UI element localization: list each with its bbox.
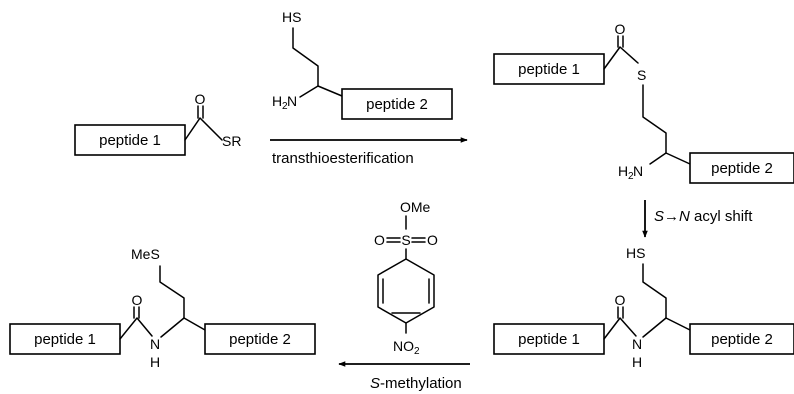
peptide-2-label: peptide 2 [711, 160, 773, 177]
thioester-s: S [637, 67, 646, 83]
step-1-label: transthioesterification [272, 150, 414, 167]
peptide-2-label: peptide 2 [229, 331, 291, 348]
peptide-2-box [204, 323, 316, 355]
carbonyl-bond [184, 117, 223, 141]
peptide-1-box [74, 124, 186, 156]
amine-h: H [272, 93, 282, 109]
peptide-2-box [689, 323, 794, 355]
amide-intermediate: peptide 1 O N H HS peptide 2 [493, 245, 794, 370]
step-1-arrow: transthioesterification [270, 137, 468, 167]
peptide-2-label: peptide 2 [711, 331, 773, 348]
reagent-peptide-bond [317, 85, 343, 97]
co-double-bond [197, 105, 204, 119]
carbonyl-oxygen: O [615, 21, 626, 37]
peptide-1-label: peptide 1 [518, 331, 580, 348]
peptide-2-label: peptide 2 [366, 96, 428, 113]
step-2-label: S→N acyl shift [654, 208, 753, 225]
sulfonyl-o-left: O [374, 232, 385, 248]
nitro-no: NO [393, 338, 414, 354]
amine-subscript: 2 [282, 101, 288, 112]
peptide-1-label: peptide 1 [99, 132, 161, 149]
amine-n: N [633, 163, 643, 179]
carbonyl-bond [603, 46, 639, 70]
carbonyl-oxygen: O [132, 292, 143, 308]
side-chain [159, 265, 185, 319]
peptide-thioester: peptide 1 O SR [74, 91, 241, 156]
co-double-bond [617, 35, 624, 48]
reagent-side-chain [292, 27, 319, 87]
methyl-nosylate-reagent: OMe O S O NO 2 [374, 199, 438, 357]
thioester-intermediate: peptide 1 O S H 2 N peptide 2 [493, 21, 794, 184]
methylated-product: peptide 1 O N H MeS peptide 2 [9, 246, 316, 370]
methoxy-ome: OMe [400, 199, 431, 215]
amide-h: H [632, 354, 642, 370]
n-alpha-bond [642, 317, 667, 338]
sulfonyl-o-right: O [427, 232, 438, 248]
peptide-bond [665, 152, 691, 165]
peptide-2-box [689, 152, 794, 184]
amide-n: N [150, 336, 160, 352]
benzene-inner-bonds [382, 278, 430, 314]
carbonyl-oxygen: O [615, 292, 626, 308]
peptide-1-label: peptide 1 [34, 331, 96, 348]
peptide-bond [183, 317, 206, 331]
amine-subscript: 2 [628, 171, 634, 182]
n-alpha-bond [160, 317, 185, 338]
step-3-arrow: S-methylation [338, 361, 470, 392]
reagent-amine-bond [299, 85, 319, 98]
amine-h: H [618, 163, 628, 179]
so-double-left [386, 237, 401, 243]
amide-bond [603, 317, 637, 340]
thiol-hs: HS [282, 9, 301, 25]
homocysteine-peptide-reagent: HS H 2 N peptide 2 [272, 9, 453, 120]
sulfonyl-s: S [401, 232, 410, 248]
thioester-sr: SR [222, 133, 241, 149]
peptide-1-box [9, 323, 121, 355]
side-chain [642, 84, 667, 154]
peptide-bond [665, 317, 691, 331]
methylthio-mes: MeS [131, 246, 160, 262]
amine-n: N [287, 93, 297, 109]
carbonyl-oxygen: O [195, 91, 206, 107]
amide-h: H [150, 354, 160, 370]
amide-n: N [632, 336, 642, 352]
co-double-bond [133, 306, 140, 319]
side-chain [642, 263, 667, 319]
amine-bond [649, 152, 667, 165]
nitro-subscript: 2 [414, 346, 420, 357]
co-double-bond [617, 306, 624, 319]
step-3-label: S-methylation [370, 375, 462, 392]
peptide-1-label: peptide 1 [518, 61, 580, 78]
thiol-hs: HS [626, 245, 645, 261]
step-2-arrow: S→N acyl shift [642, 200, 753, 238]
amide-bond [119, 317, 153, 340]
so-double-right [411, 237, 426, 243]
peptide-2-box [341, 88, 453, 120]
